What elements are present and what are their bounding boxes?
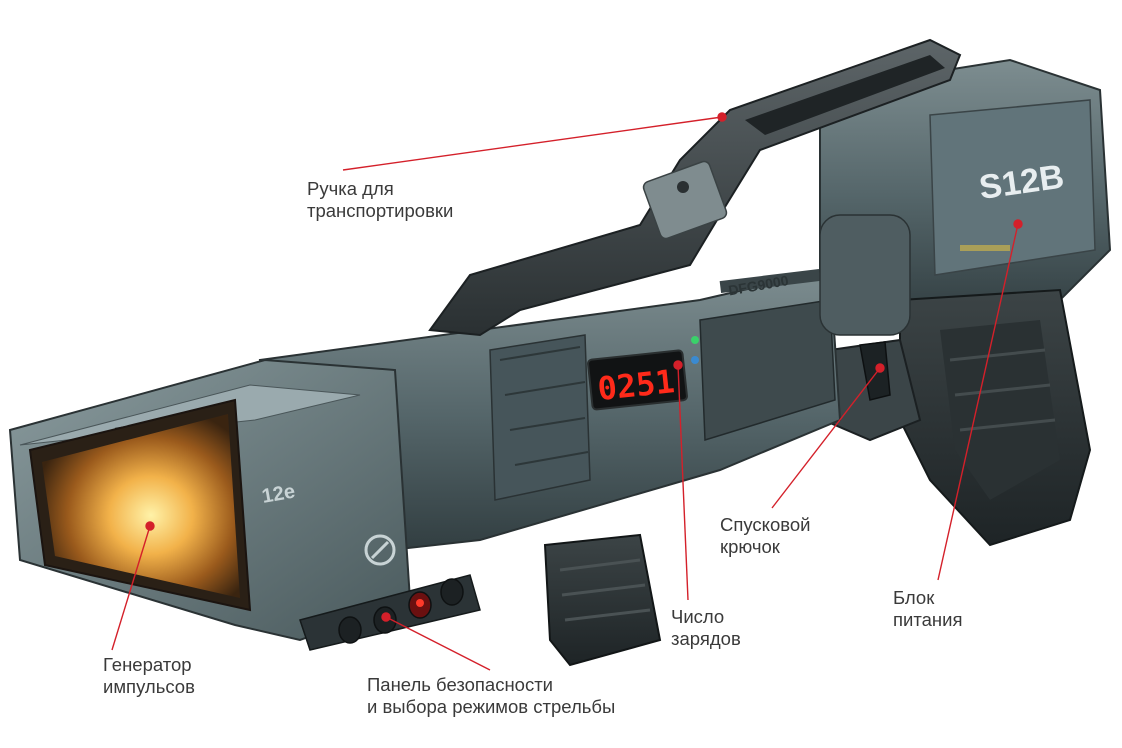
- callout-trigger-line1: Спусковой: [720, 514, 811, 535]
- callout-trigger: Спусковой крючок: [720, 514, 811, 558]
- callout-charges: Число зарядов: [671, 606, 741, 650]
- leader-trigger: [771, 367, 881, 509]
- leader-dot-safety: [381, 612, 391, 622]
- leader-dot-power: [1013, 219, 1023, 229]
- leader-dot-handle: [717, 112, 727, 122]
- leader-lines: [111, 112, 1023, 671]
- callout-power-line1: Блок: [893, 587, 935, 608]
- leader-handle: [342, 116, 723, 171]
- callout-generator-line2: импульсов: [103, 676, 195, 697]
- safety-mode-panel: [299, 574, 481, 651]
- ammo-display-value: 0251: [596, 362, 677, 408]
- pistol-grip: [899, 288, 1092, 547]
- leader-safety: [385, 616, 491, 671]
- callout-power: Блок питания: [893, 587, 962, 631]
- leader-generator: [111, 525, 151, 651]
- callout-generator-line1: Генератор: [103, 654, 192, 675]
- magazine: [543, 533, 662, 667]
- callout-power-line2: питания: [893, 609, 963, 630]
- leader-dot-generator: [145, 521, 155, 531]
- ammo-counter: 0251: [587, 336, 699, 411]
- callout-handle-line2: транспортировки: [307, 200, 454, 221]
- leader-charges: [677, 364, 689, 601]
- callout-handle: Ручка для транспортировки: [307, 178, 453, 222]
- callout-handle-line1: Ручка для: [307, 178, 394, 199]
- callout-safety: Панель безопасности и выбора режимов стр…: [367, 674, 615, 718]
- callout-charges-line1: Число: [671, 606, 725, 627]
- callout-generator: Генератор импульсов: [103, 654, 195, 698]
- leader-power: [937, 223, 1019, 581]
- callout-trigger-line2: крючок: [720, 536, 780, 557]
- leader-dot-trigger: [875, 363, 885, 373]
- pulse-generator-housing: 12e: [8, 358, 412, 642]
- callout-charges-line2: зарядов: [671, 628, 741, 649]
- callout-safety-line2: и выбора режимов стрельбы: [367, 696, 616, 717]
- callout-safety-line1: Панель безопасности: [367, 674, 554, 695]
- carry-handle: [428, 38, 962, 337]
- leader-dot-charges: [673, 360, 683, 370]
